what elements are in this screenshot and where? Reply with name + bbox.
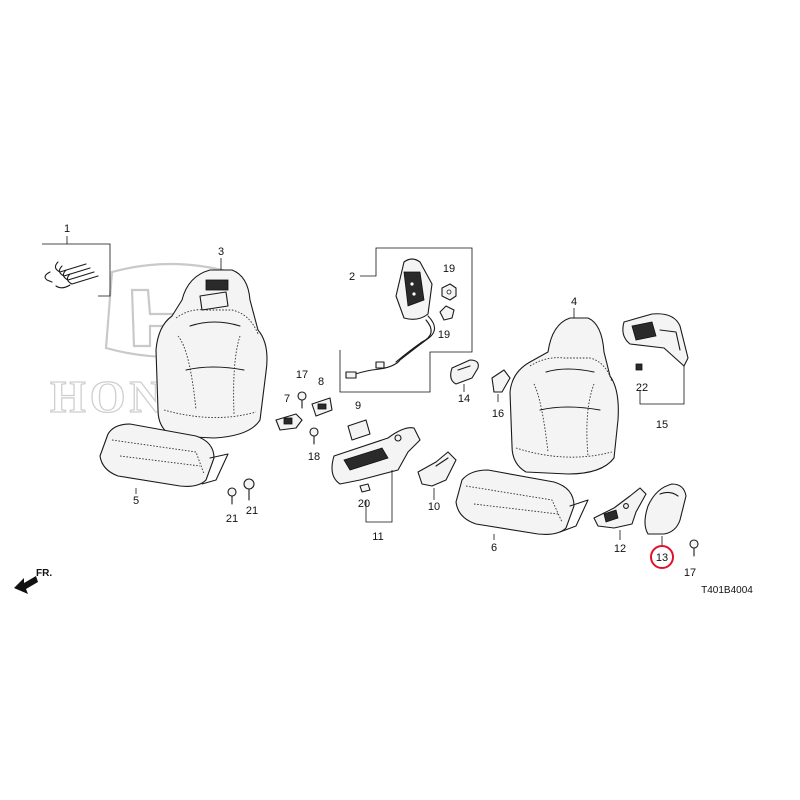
part-21-fastener-a[interactable] [227, 487, 237, 505]
part-5-cushion-left[interactable] [99, 423, 229, 487]
part-17-screw-left[interactable] [297, 391, 307, 409]
callout-12: 12 [614, 543, 626, 555]
callout-14: 14 [458, 393, 470, 405]
part-11-side-garnish[interactable] [331, 427, 421, 523]
part-6-cushion-right[interactable] [455, 469, 589, 535]
callout-9: 9 [355, 400, 361, 412]
part-21-fastener-b[interactable] [243, 478, 255, 501]
part-18-screw[interactable] [309, 427, 319, 445]
part-17-screw-right[interactable] [689, 539, 699, 557]
callout-17a: 17 [296, 369, 308, 381]
callout-13[interactable]: 13 [656, 552, 668, 564]
highlight-ring [650, 545, 674, 569]
callout-1: 1 [64, 223, 70, 235]
part-14-handle[interactable] [450, 359, 479, 385]
front-arrow: FR. [14, 568, 52, 594]
callout-20: 20 [358, 498, 370, 510]
callout-7: 7 [284, 393, 290, 405]
callout-5: 5 [133, 495, 139, 507]
callout-19b: 19 [438, 329, 450, 341]
front-arrow-label: FR. [36, 568, 52, 579]
callout-3: 3 [218, 246, 224, 258]
callout-6: 6 [491, 542, 497, 554]
part-2-airbag-module[interactable] [339, 247, 473, 393]
part-13-side-shield[interactable] [644, 483, 687, 535]
callout-2: 2 [349, 271, 355, 283]
part-10-lever-cover[interactable] [417, 451, 457, 487]
callout-8: 8 [318, 376, 324, 388]
part-19-nut-b[interactable] [439, 305, 455, 321]
callout-19a: 19 [443, 263, 455, 275]
part-8-bracket[interactable] [311, 397, 333, 417]
callout-21b: 21 [246, 505, 258, 517]
callout-4: 4 [571, 296, 577, 308]
part-15-back-trim[interactable] [622, 313, 689, 405]
callout-18: 18 [308, 451, 320, 463]
part-1-clips[interactable] [42, 236, 111, 297]
part-22-clip[interactable] [635, 363, 643, 371]
part-3-seat-back-left[interactable] [155, 269, 268, 439]
part-7-bracket[interactable] [275, 413, 303, 431]
part-9-cover[interactable] [347, 419, 371, 441]
part-12-bracket[interactable] [593, 487, 647, 529]
diagram-code: T401B4004 [701, 585, 753, 596]
callout-15: 15 [656, 419, 668, 431]
part-19-nut-a[interactable] [441, 283, 457, 301]
callout-17b: 17 [684, 567, 696, 579]
callout-16: 16 [492, 408, 504, 420]
callout-10: 10 [428, 501, 440, 513]
callout-21a: 21 [226, 513, 238, 525]
callout-22: 22 [636, 382, 648, 394]
part-20-clip[interactable] [359, 483, 371, 493]
part-4-seat-back-right[interactable] [509, 317, 619, 475]
callout-11: 11 [372, 531, 383, 543]
part-16-handle[interactable] [491, 369, 511, 393]
